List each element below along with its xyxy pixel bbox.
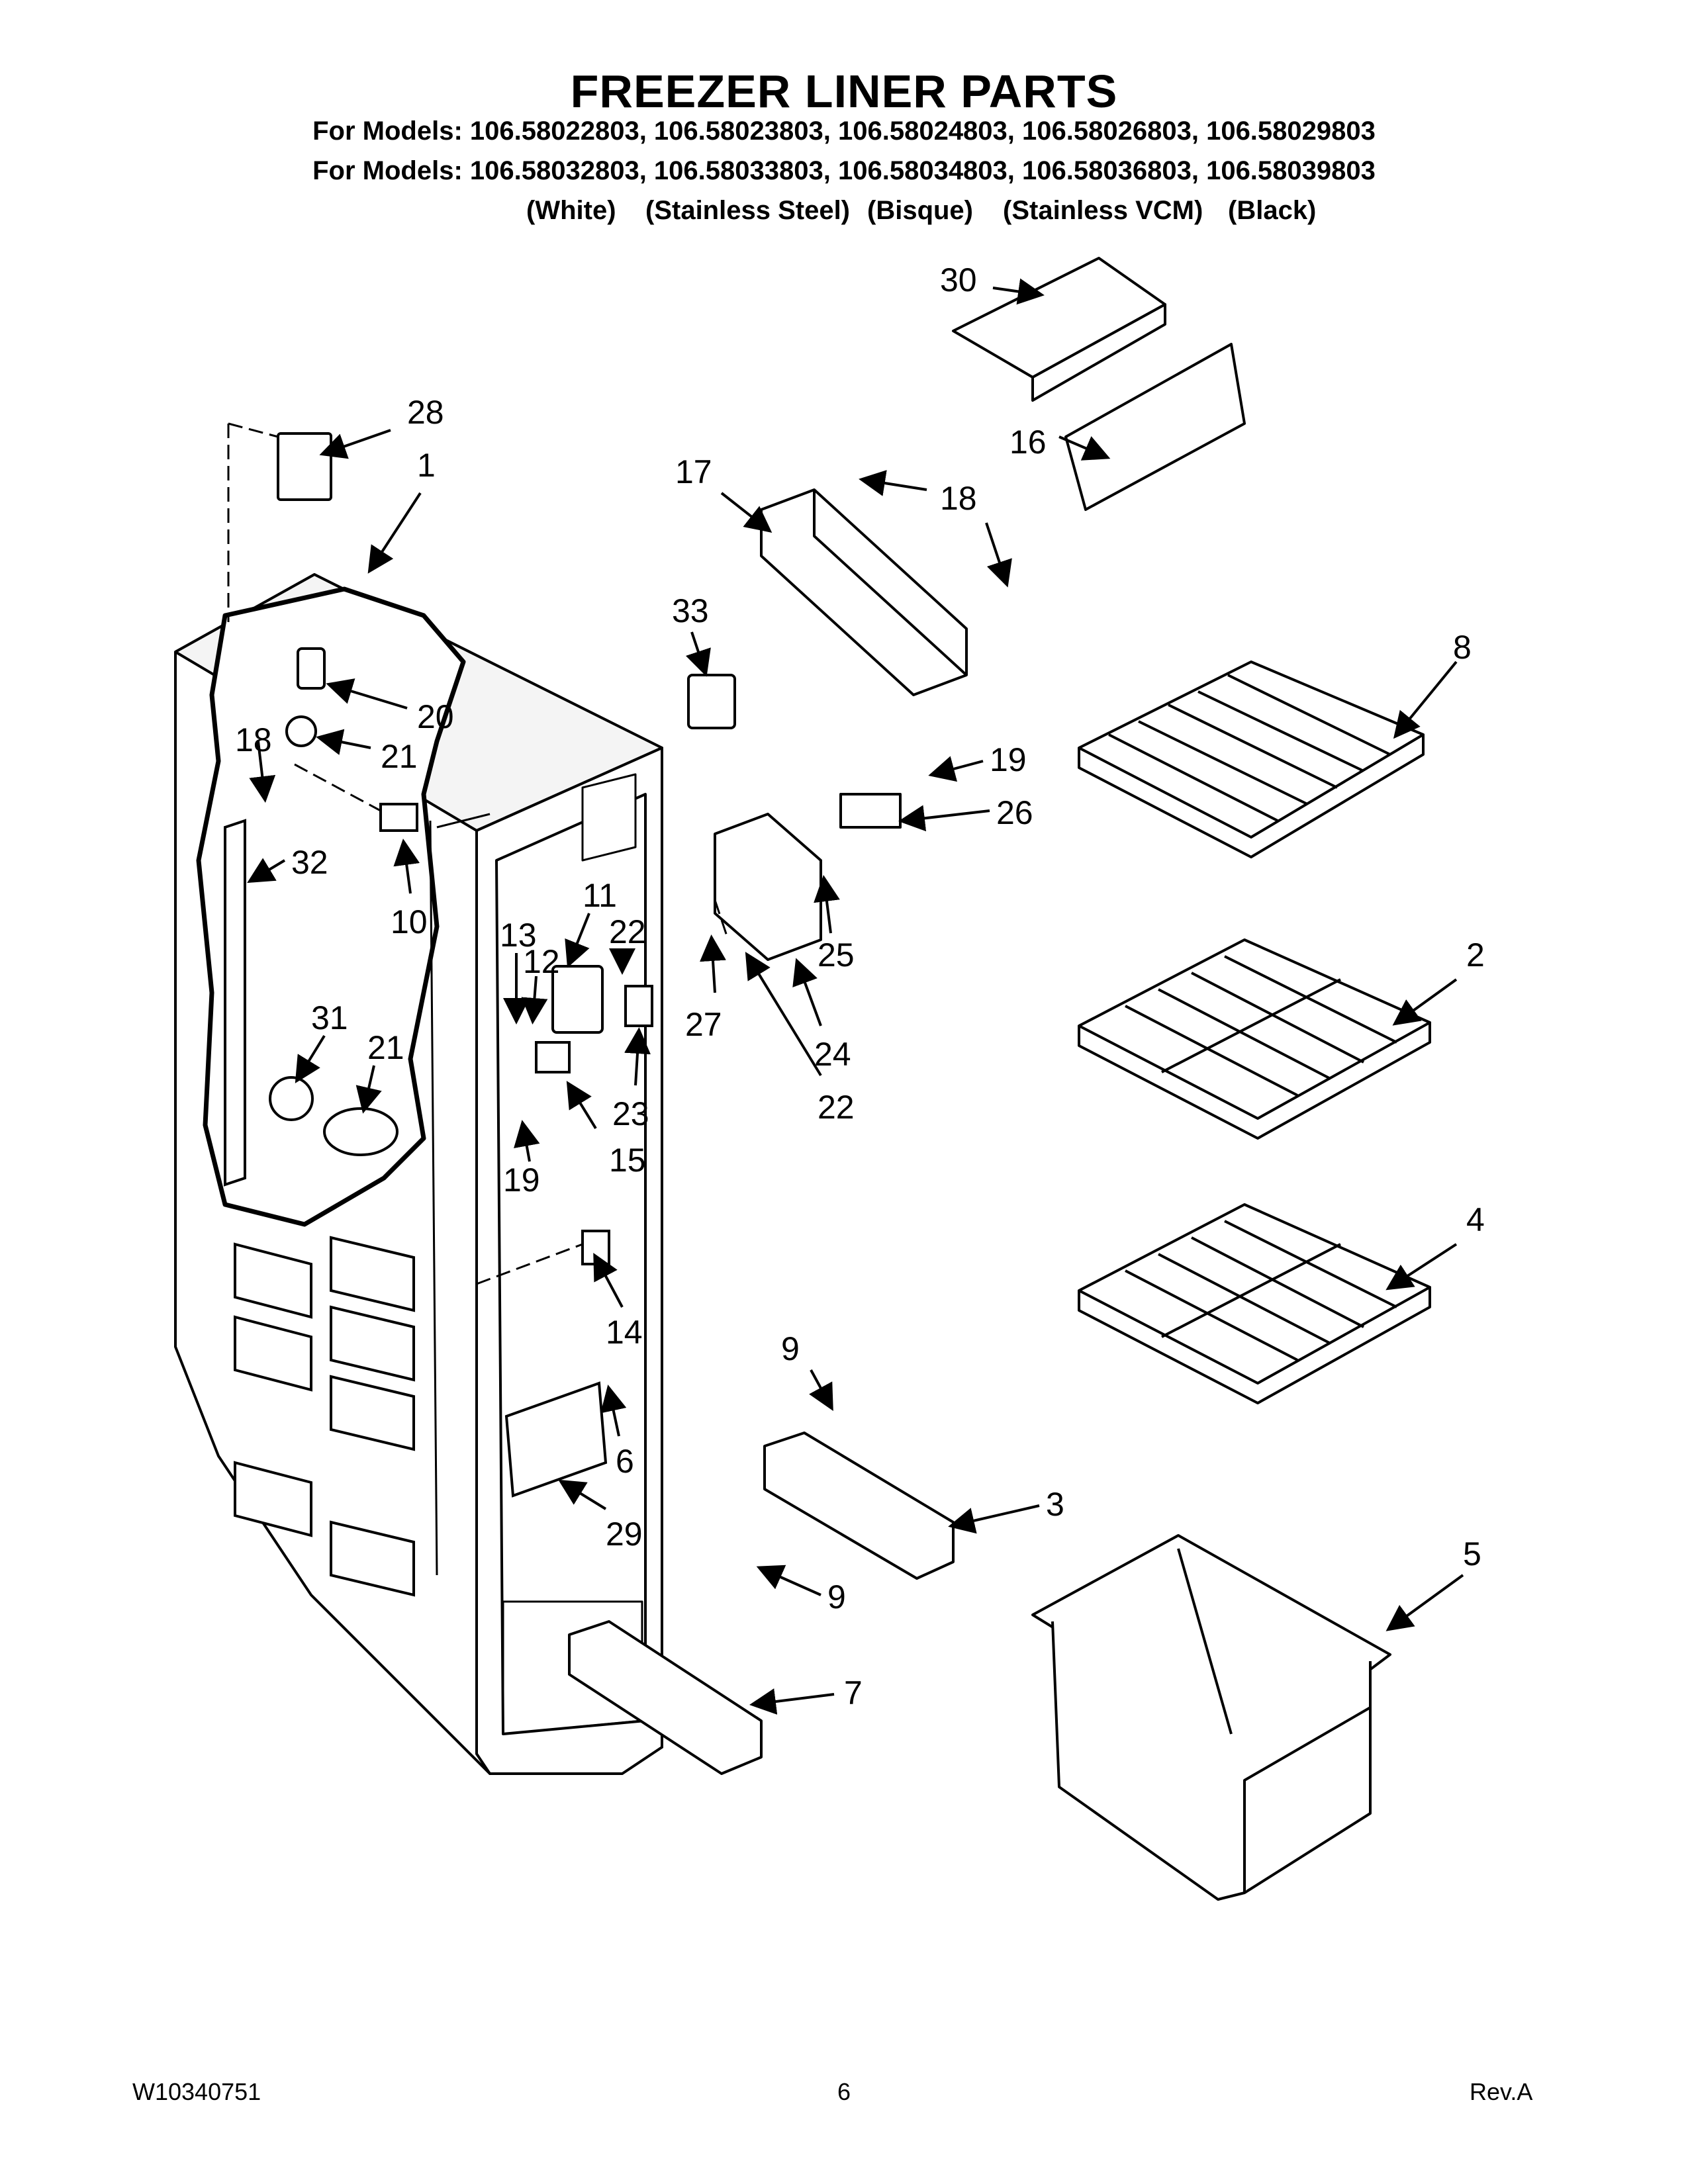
light-socket-lower — [269, 1076, 314, 1121]
finish-black: (Black) — [1228, 196, 1317, 225]
callout-16: 16 — [1009, 424, 1047, 461]
callout-29: 29 — [606, 1516, 643, 1553]
led-strip — [224, 819, 246, 1187]
part-17-housing — [760, 488, 968, 696]
callout-8: 8 — [1453, 629, 1472, 666]
shelf-2 — [1078, 938, 1431, 1140]
callout-17: 17 — [675, 453, 712, 490]
finish-stainless-vcm: (Stainless VCM) — [1003, 196, 1203, 225]
doc-number: W10340751 — [132, 2078, 261, 2105]
part-33-bracket — [687, 674, 736, 729]
callout-2: 2 — [1466, 936, 1485, 974]
callout-19-lower: 19 — [503, 1161, 540, 1199]
light-bulb-lower — [323, 1107, 399, 1156]
callout-5: 5 — [1463, 1535, 1481, 1572]
light-bulb-upper — [285, 715, 317, 747]
thermostat-bracket — [379, 803, 418, 832]
lower-parts — [568, 1432, 955, 1775]
switch-23 — [624, 985, 653, 1027]
interior-components — [224, 432, 653, 1498]
callout-22-lower: 22 — [818, 1089, 855, 1126]
callout-6: 6 — [616, 1443, 634, 1480]
revision: Rev.A — [1470, 2078, 1533, 2105]
upper-parts — [687, 257, 1246, 961]
callout-3: 3 — [1046, 1486, 1064, 1523]
page-number: 6 — [837, 2078, 851, 2105]
callout-20: 20 — [417, 698, 454, 735]
callout-14: 14 — [606, 1314, 643, 1351]
callout-25: 25 — [818, 936, 855, 974]
callout-9-upper: 9 — [781, 1330, 800, 1367]
part-3-rail — [763, 1432, 955, 1580]
light-socket-housing — [297, 647, 326, 690]
callout-21-upper: 21 — [381, 738, 418, 775]
callout-19-upper: 19 — [990, 741, 1027, 778]
shelf-8 — [1078, 660, 1425, 858]
callout-24: 24 — [814, 1036, 851, 1073]
leader-arrows — [247, 278, 1464, 1715]
bin-5 — [1031, 1534, 1391, 1901]
shelf-4 — [1078, 1203, 1431, 1404]
callout-31: 31 — [311, 999, 348, 1036]
finish-stainless-steel: (Stainless Steel) — [645, 196, 851, 225]
callout-18-mid: 18 — [235, 721, 272, 758]
finish-white: (White) — [526, 196, 616, 225]
page-title: FREEZER LINER PARTS — [570, 66, 1118, 117]
damper-29 — [504, 1381, 608, 1498]
callout-22-upper: 22 — [609, 913, 646, 950]
callout-4: 4 — [1466, 1201, 1485, 1238]
callout-11: 11 — [583, 877, 617, 914]
callout-21-lower: 21 — [367, 1029, 404, 1066]
callout-30: 30 — [940, 261, 977, 298]
callout-7: 7 — [844, 1674, 863, 1711]
callout-9-lower: 9 — [827, 1578, 846, 1615]
part-30-cover — [952, 257, 1166, 379]
clip-28 — [277, 432, 332, 501]
callout-28: 28 — [407, 394, 444, 431]
control-board — [535, 1041, 571, 1073]
callout-27: 27 — [685, 1006, 722, 1043]
callout-15: 15 — [609, 1142, 646, 1179]
callout-1: 1 — [417, 447, 436, 484]
models-line-2: For Models: 106.58032803, 106.58033803, … — [312, 156, 1376, 185]
rear-wall-vents — [234, 1236, 415, 1597]
callout-12: 12 — [523, 943, 560, 980]
callout-33: 33 — [672, 592, 709, 629]
part-7-rail — [568, 1620, 763, 1775]
callout-10: 10 — [391, 903, 428, 940]
callout-26: 26 — [996, 794, 1033, 831]
alignment-lines — [227, 422, 729, 1285]
control-housing — [551, 965, 604, 1034]
callout-numbers: 30 28 1 16 17 18 18 33 8 20 21 18 32 10 … — [235, 261, 1485, 1711]
callout-18-upper: 18 — [940, 480, 977, 517]
models-line-1: For Models: 106.58022803, 106.58023803, … — [312, 116, 1376, 146]
part-26-board — [839, 793, 902, 829]
part-16-panel — [1064, 343, 1246, 511]
callout-13: 13 — [500, 917, 537, 954]
callout-32: 32 — [291, 844, 328, 881]
part-25-plate — [714, 813, 822, 961]
callout-23: 23 — [612, 1095, 649, 1132]
finish-bisque: (Bisque) — [867, 196, 973, 225]
